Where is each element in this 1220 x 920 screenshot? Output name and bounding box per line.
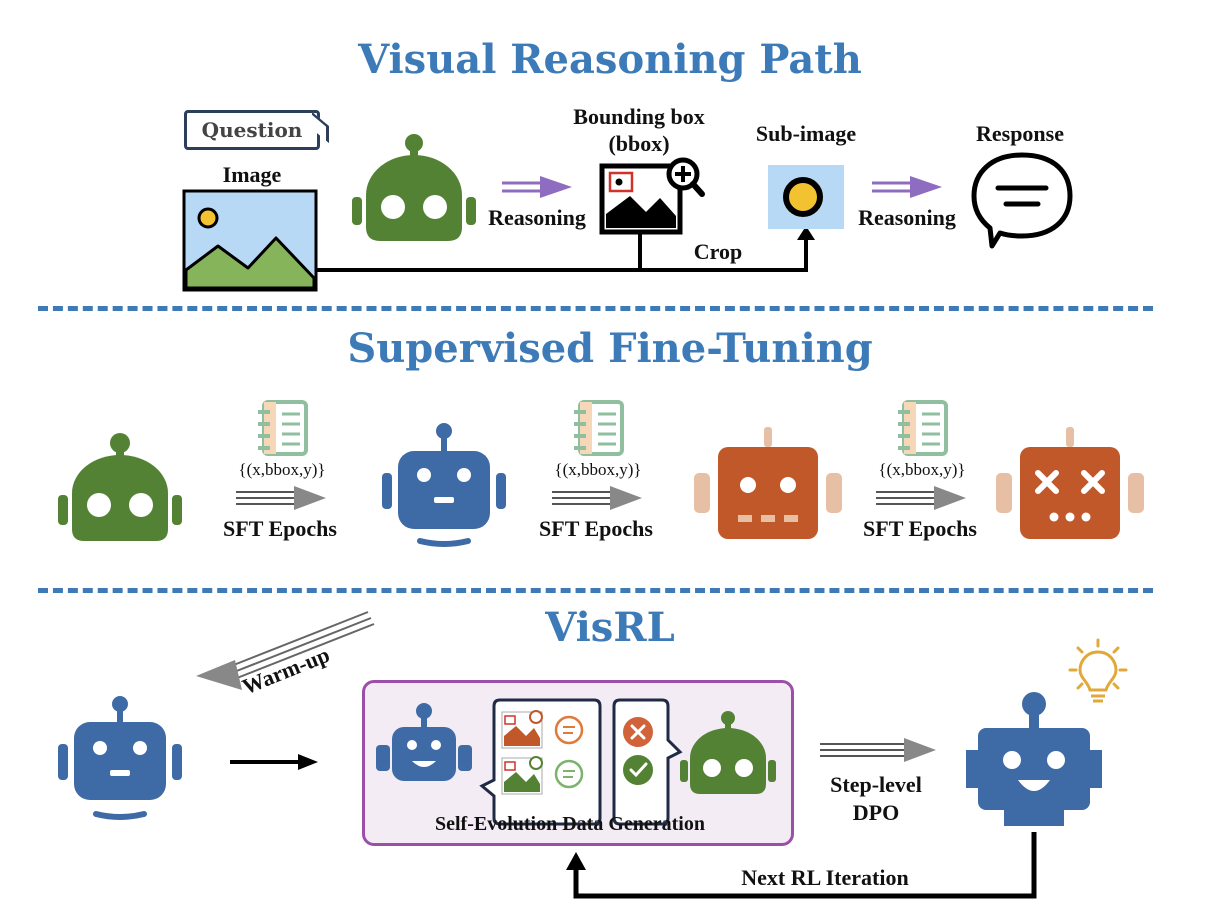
sub-image-icon xyxy=(768,165,844,229)
sft-title: Supervised Fine-Tuning xyxy=(347,325,873,372)
to-generation-arrow xyxy=(230,754,318,770)
robot-icon-blue-right xyxy=(966,692,1102,826)
cross-circle-icon xyxy=(623,717,653,747)
robot-icon-orange-1 xyxy=(694,427,842,539)
sft-data-label-2: {(x,bbox,y)} xyxy=(554,460,642,479)
crop-label: Crop xyxy=(693,239,743,264)
next-iteration-loop xyxy=(566,832,1037,899)
dpo-arrow xyxy=(820,738,936,762)
robot-icon-orange-2 xyxy=(996,427,1144,539)
check-circle-icon xyxy=(623,755,653,785)
reasoning-label-1: Reasoning xyxy=(488,205,586,230)
robot-icon-blue-left xyxy=(58,696,182,820)
notebook-icon-1 xyxy=(258,400,308,456)
speech-bubble-icon xyxy=(971,152,1073,249)
sft-epochs-label-2: SFT Epochs xyxy=(539,516,653,541)
warmup-arrow xyxy=(196,611,375,690)
sft-arrow-2 xyxy=(552,486,642,510)
sft-epochs-label-3: SFT Epochs xyxy=(863,516,977,541)
crop-arrowhead xyxy=(797,226,815,240)
robot-icon-green-sft xyxy=(58,433,182,541)
bbox-label-line1: Bounding box xyxy=(573,104,705,129)
dpo-label-line1: Step-level xyxy=(830,772,922,797)
reasoning-arrow-2 xyxy=(872,176,942,198)
sft-arrow-1 xyxy=(236,486,326,510)
bbox-label-line2: (bbox) xyxy=(608,131,670,156)
robot-icon-green-box xyxy=(680,711,776,794)
sft-data-label-1: {(x,bbox,y)} xyxy=(238,460,326,479)
next-iteration-label: Next RL Iteration xyxy=(741,865,909,890)
image-label: Image xyxy=(222,162,282,187)
reasoning-arrow-1 xyxy=(502,176,572,198)
sft-data-label-3: {(x,bbox,y)} xyxy=(878,460,966,479)
robot-icon-blue-box xyxy=(376,703,472,781)
sub-image-label: Sub-image xyxy=(755,121,857,146)
lightbulb-icon xyxy=(1068,638,1128,703)
self-evolution-label: Self-Evolution Data Generation xyxy=(435,813,705,835)
response-label: Response xyxy=(975,121,1064,146)
notebook-icon-3 xyxy=(898,400,948,456)
sft-arrow-3 xyxy=(876,486,966,510)
sft-epochs-label-1: SFT Epochs xyxy=(223,516,337,541)
visual-reasoning-title: Visual Reasoning Path xyxy=(358,36,862,83)
section-divider-2 xyxy=(38,588,1153,593)
bbox-search-icon xyxy=(599,157,705,235)
crop-connector xyxy=(316,236,808,272)
dpo-label-line2: DPO xyxy=(852,800,900,825)
question-tag: Question xyxy=(184,110,320,150)
reasoning-label-2: Reasoning xyxy=(858,205,956,230)
section-divider-1 xyxy=(38,306,1153,311)
judge-bubble xyxy=(612,698,683,826)
data-samples-bubble xyxy=(479,698,602,826)
visrl-title: VisRL xyxy=(545,604,675,651)
image-icon xyxy=(182,189,318,292)
notebook-icon-2 xyxy=(574,400,624,456)
robot-icon-green xyxy=(352,134,476,241)
robot-icon-blue-sft xyxy=(382,423,506,547)
